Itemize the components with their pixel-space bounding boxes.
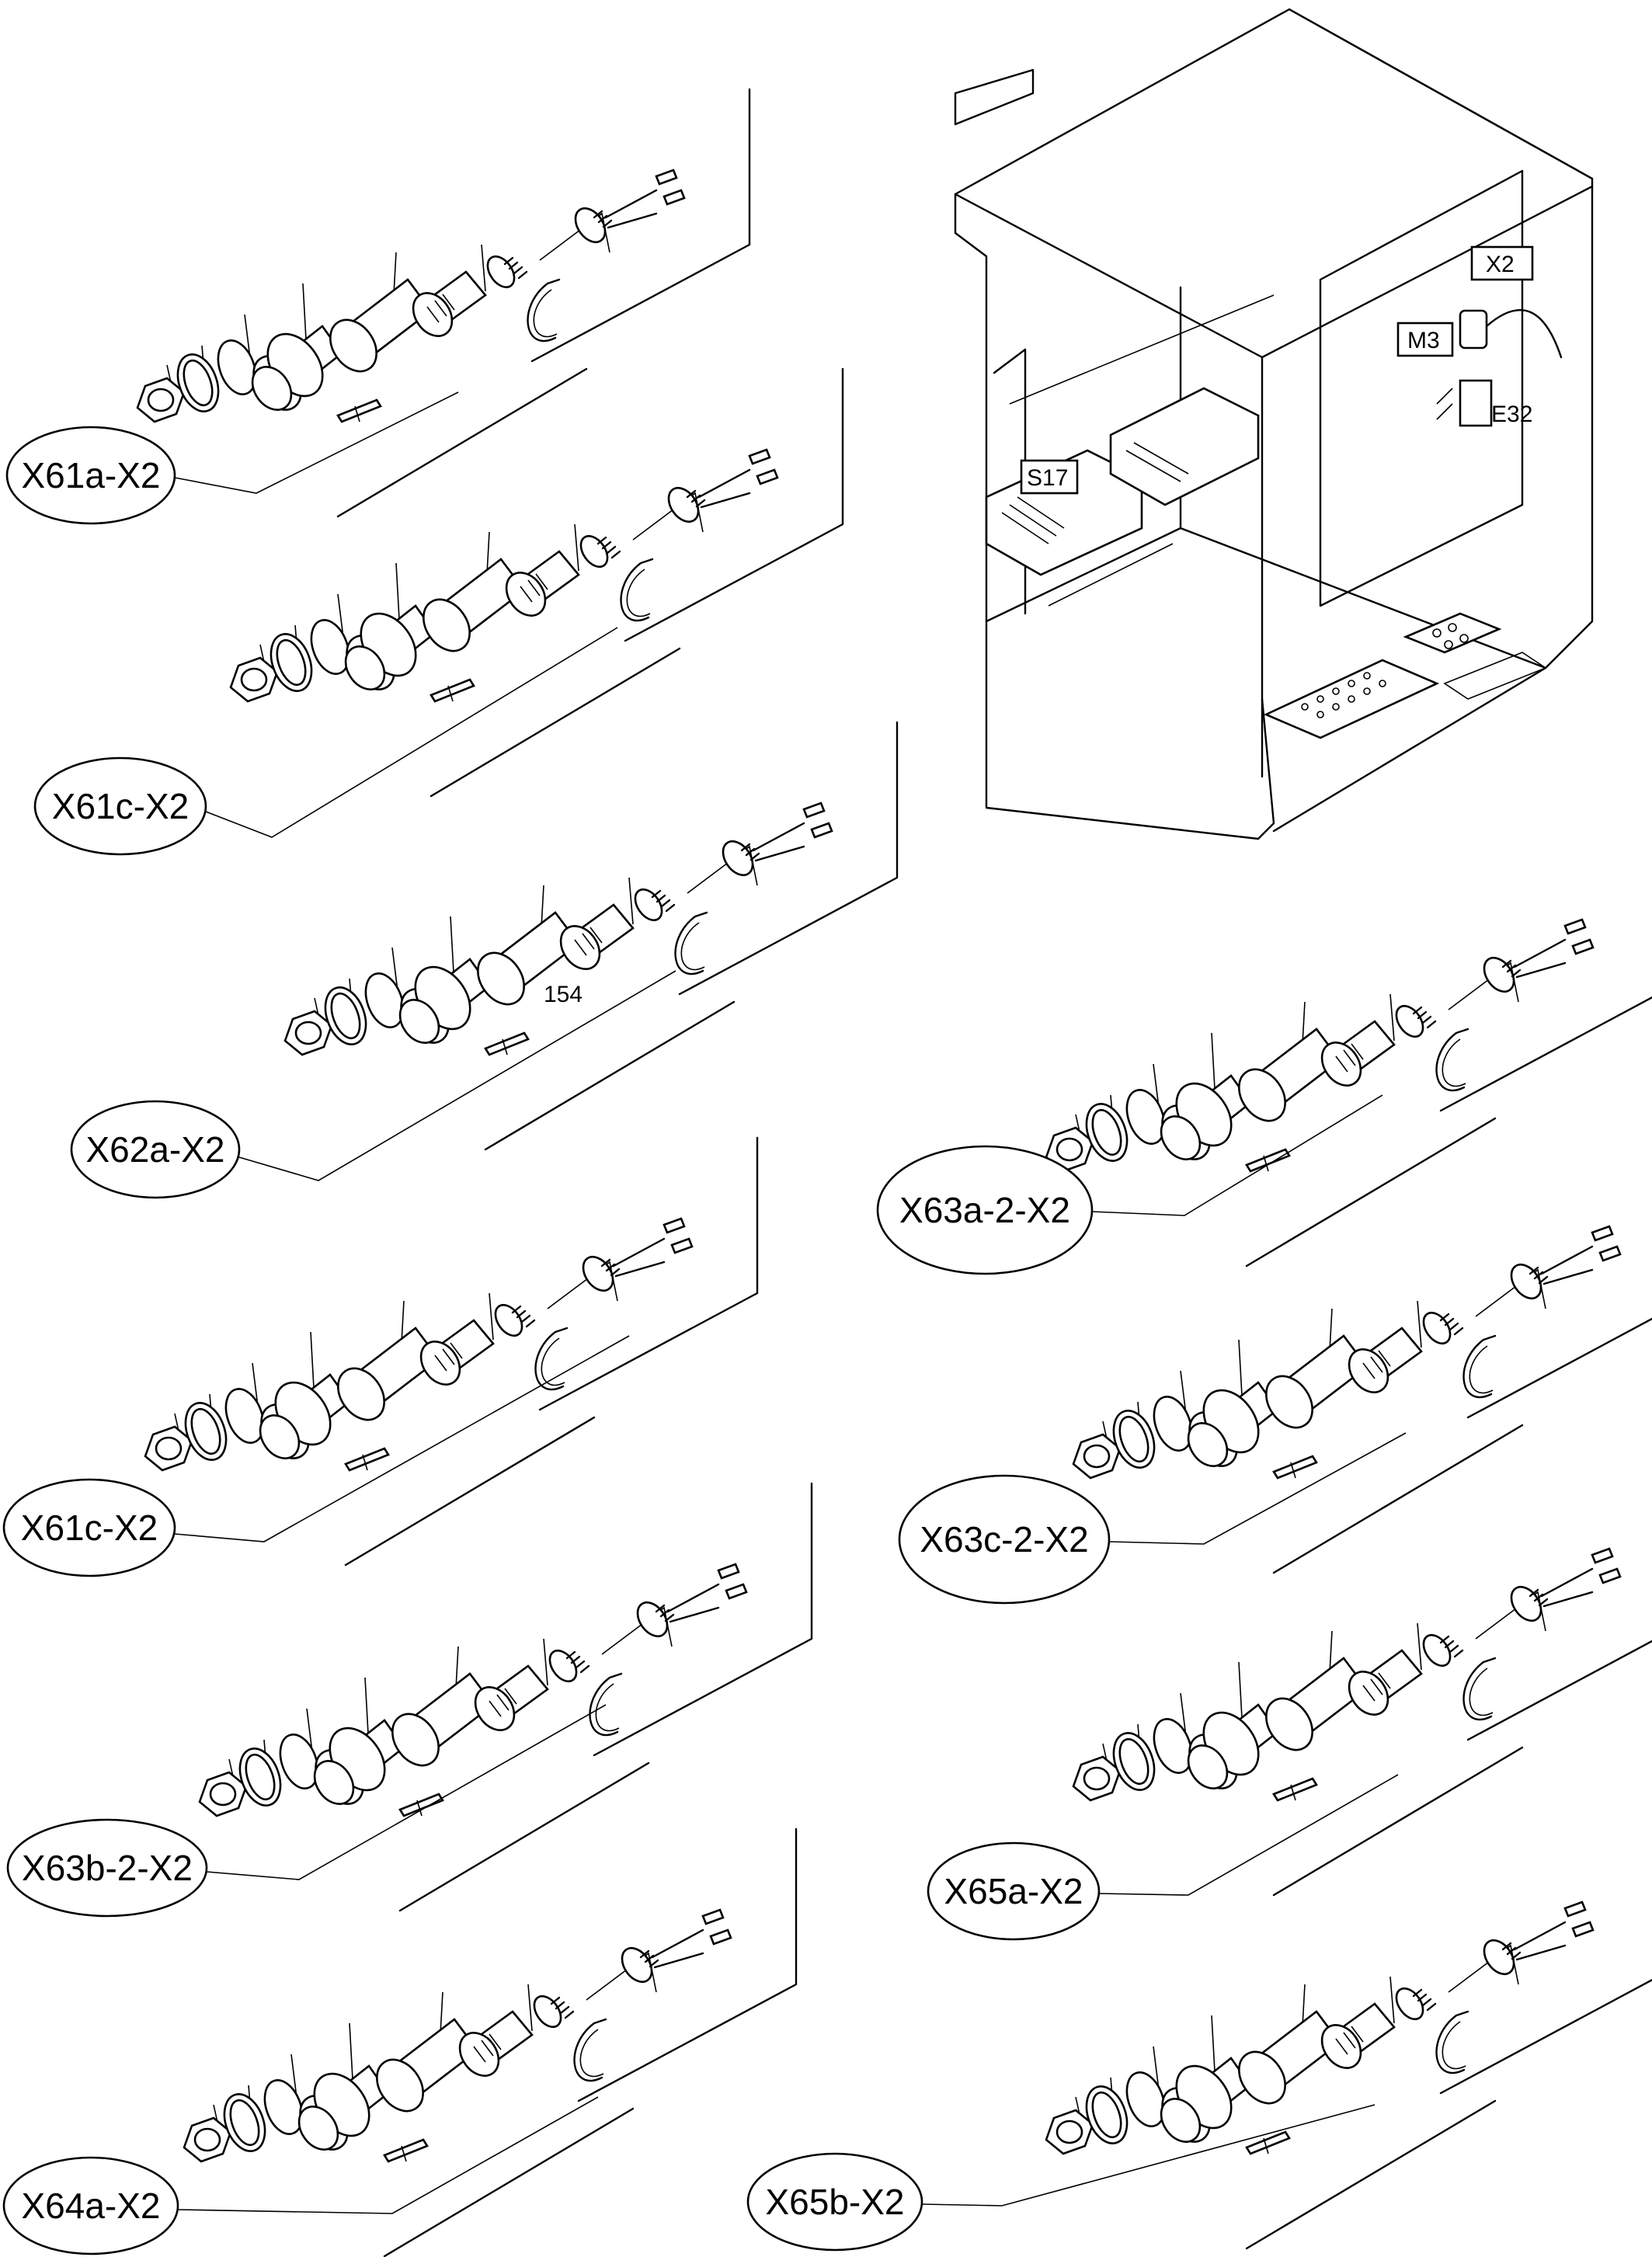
svg-text:X63a-2-X2: X63a-2-X2 <box>899 1190 1070 1230</box>
svg-text:X63b-2-X2: X63b-2-X2 <box>22 1848 193 1888</box>
label-x61c-top: X61c-X2 <box>33 627 618 856</box>
assembly-x61a-drawing <box>136 88 751 518</box>
svg-text:X61c-X2: X61c-X2 <box>21 1508 158 1548</box>
part-number-154: 154 <box>544 982 583 1007</box>
assembly-x63a-drawing <box>1045 837 1652 1268</box>
label-m3: M3 <box>1407 328 1440 353</box>
svg-text:X63c-2-X2: X63c-2-X2 <box>920 1519 1088 1560</box>
label-x63a: X63a-2-X2 <box>876 1094 1383 1275</box>
label-x65b: X65b-X2 <box>746 2104 1376 2252</box>
assembly-x65a-drawing <box>1072 1466 1652 1897</box>
label-x2-cabinet: X2 <box>1486 252 1515 277</box>
label-x63b: X63b-2-X2 <box>6 1704 607 1918</box>
label-x63c: X63c-2-X2 <box>898 1432 1407 1605</box>
label-x64a: X64a-X2 <box>2 2096 599 2255</box>
control-cabinet: X2 M3 E32 S17 <box>954 8 1594 840</box>
label-x65a: X65a-X2 <box>927 1774 1399 1941</box>
assembly-x64a-drawing <box>183 1828 798 2257</box>
label-x62a: X62a-X2 <box>70 970 676 1199</box>
svg-text:X65b-X2: X65b-X2 <box>765 2182 904 2222</box>
label-e32: E32 <box>1491 402 1532 427</box>
assembly-x61c-mid-drawing <box>144 1136 759 1567</box>
assembly-x63b-drawing <box>198 1482 813 1912</box>
assembly-x65b-drawing <box>1045 1820 1652 2250</box>
svg-text:X62a-X2: X62a-X2 <box>85 1129 224 1170</box>
svg-text:X64a-X2: X64a-X2 <box>21 2186 160 2226</box>
svg-text:X61a-X2: X61a-X2 <box>21 455 160 496</box>
assembly-x61c-top-drawing <box>229 367 844 798</box>
label-s17: S17 <box>1027 465 1068 491</box>
svg-text:X61c-X2: X61c-X2 <box>52 786 189 826</box>
assembly-x62a-drawing <box>283 721 899 1151</box>
assembly-x63c-drawing <box>1072 1144 1652 1574</box>
svg-text:X65a-X2: X65a-X2 <box>944 1871 1083 1911</box>
label-x61a: X61a-X2 <box>5 391 459 525</box>
label-x61c-mid: X61c-X2 <box>2 1335 630 1577</box>
